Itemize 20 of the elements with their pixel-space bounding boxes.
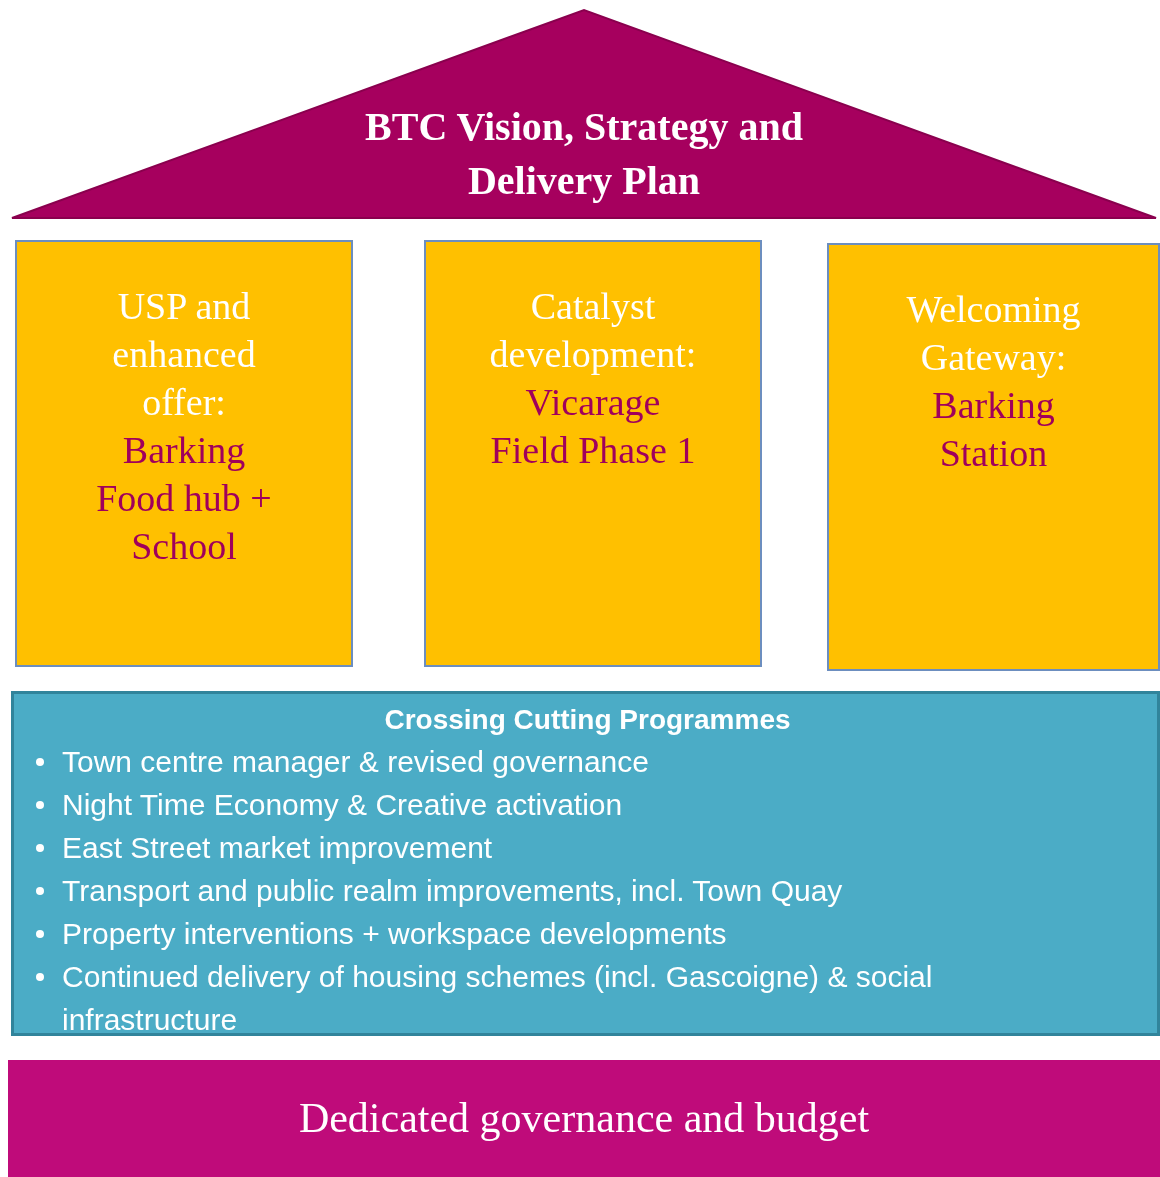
programmes-band [11,691,1160,1036]
pillar-text: Vicarage Field Phase 1 [489,380,697,473]
roof-title: BTC Vision, Strategy and Delivery Plan [364,103,804,205]
pillar-text: Barking Food hub + School [95,428,273,569]
band-heading: Crossing Cutting Programmes [383,703,792,737]
pillar-box [15,240,353,667]
bullet-text: Transport and public realm improvements, incl. Town Quay [62,874,843,907]
pillar-heading: Catalyst development: [488,284,698,377]
base-band [8,1060,1160,1177]
bullet-text: Property interventions + workspace developments [62,917,727,950]
pillar-box [827,243,1160,671]
pillar-text: Barking Station [931,383,1056,476]
bullet-text: Continued delivery of housing schemes (incl. Gascoigne) & social infrastructure [62,960,933,1036]
bullet-text: Town centre manager & revised governance [62,745,649,778]
bullet-text: Night Time Economy & Creative activation [62,788,623,821]
base-text: Dedicated governance and budget [298,1095,870,1141]
pillar-box [424,240,762,667]
bullet-text: East Street market improvement [62,831,493,864]
pillar-heading: USP and enhanced offer: [111,284,257,425]
pillar-heading: Welcoming Gateway: [905,287,1082,380]
